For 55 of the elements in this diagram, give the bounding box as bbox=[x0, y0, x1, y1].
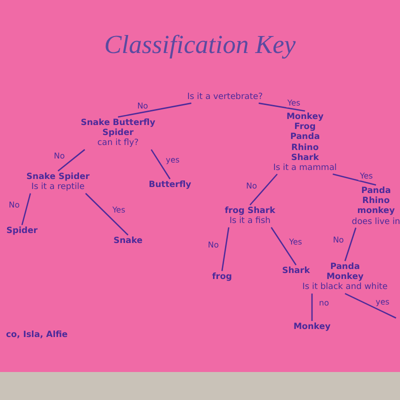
title: Classification Key bbox=[103, 30, 297, 60]
branch-line bbox=[344, 228, 356, 262]
key-text: Monkey bbox=[293, 322, 331, 332]
key-text: Is it a mammal bbox=[273, 162, 337, 174]
branch-line bbox=[21, 193, 32, 226]
key-text: Panda bbox=[330, 262, 360, 272]
branch-line bbox=[270, 227, 297, 266]
branch-line bbox=[221, 227, 230, 272]
key-text: Butterfly bbox=[148, 180, 192, 190]
edge-label: Yes bbox=[111, 206, 126, 215]
branch-line bbox=[258, 102, 306, 112]
key-text: Snake bbox=[113, 236, 143, 246]
edge-label: Yes bbox=[286, 98, 302, 108]
key-text: Rhino bbox=[291, 142, 319, 153]
branch-line bbox=[344, 292, 396, 319]
branch-line bbox=[250, 174, 278, 206]
edge-label: yes bbox=[164, 156, 181, 165]
key-text: Is it a reptile bbox=[31, 182, 85, 192]
branch-line bbox=[311, 294, 313, 321]
edge-label: No bbox=[332, 236, 345, 245]
edge-label: Yes bbox=[358, 171, 374, 180]
key-text: Panda bbox=[361, 186, 391, 196]
key-text: Snake Butterfly bbox=[80, 118, 156, 128]
key-text: Frog bbox=[294, 122, 316, 132]
key-text: Monkey bbox=[326, 272, 364, 282]
key-text: frog bbox=[212, 272, 232, 282]
key-text: Rhino bbox=[362, 196, 390, 206]
key-text: Panda bbox=[290, 132, 320, 143]
key-text: can it fly? bbox=[97, 138, 139, 149]
key-text: Shark bbox=[282, 266, 310, 276]
edge-label: No bbox=[52, 152, 66, 161]
key-text: Spider bbox=[6, 226, 38, 236]
key-text: Snake Spider bbox=[26, 172, 90, 182]
edge-label: No bbox=[136, 102, 150, 111]
key-text: Spider bbox=[102, 128, 134, 138]
branch-line bbox=[85, 192, 128, 236]
branch-line bbox=[332, 174, 376, 186]
edge-label: No bbox=[206, 240, 220, 250]
key-text: Shark bbox=[291, 152, 319, 163]
key-text: monkey bbox=[357, 206, 395, 217]
key-text: Is it a vertebrate? bbox=[187, 92, 263, 102]
branch-line bbox=[58, 149, 86, 172]
edge-label: No bbox=[245, 181, 258, 190]
key-text: does live in bbox=[352, 216, 400, 227]
key-text: Is it a fish bbox=[229, 216, 271, 226]
branch-line bbox=[118, 102, 192, 118]
names-note: co, Isla, Alfie bbox=[6, 330, 68, 340]
key-text: Monkey bbox=[286, 112, 324, 122]
key-text: frog Shark bbox=[224, 206, 276, 216]
edge-label: No bbox=[8, 200, 21, 210]
branch-line bbox=[150, 149, 171, 180]
edge-label: yes bbox=[374, 297, 390, 306]
edge-label: Yes bbox=[288, 238, 304, 247]
key-text: Is it black and white bbox=[302, 282, 388, 293]
edge-label: no bbox=[318, 298, 330, 308]
